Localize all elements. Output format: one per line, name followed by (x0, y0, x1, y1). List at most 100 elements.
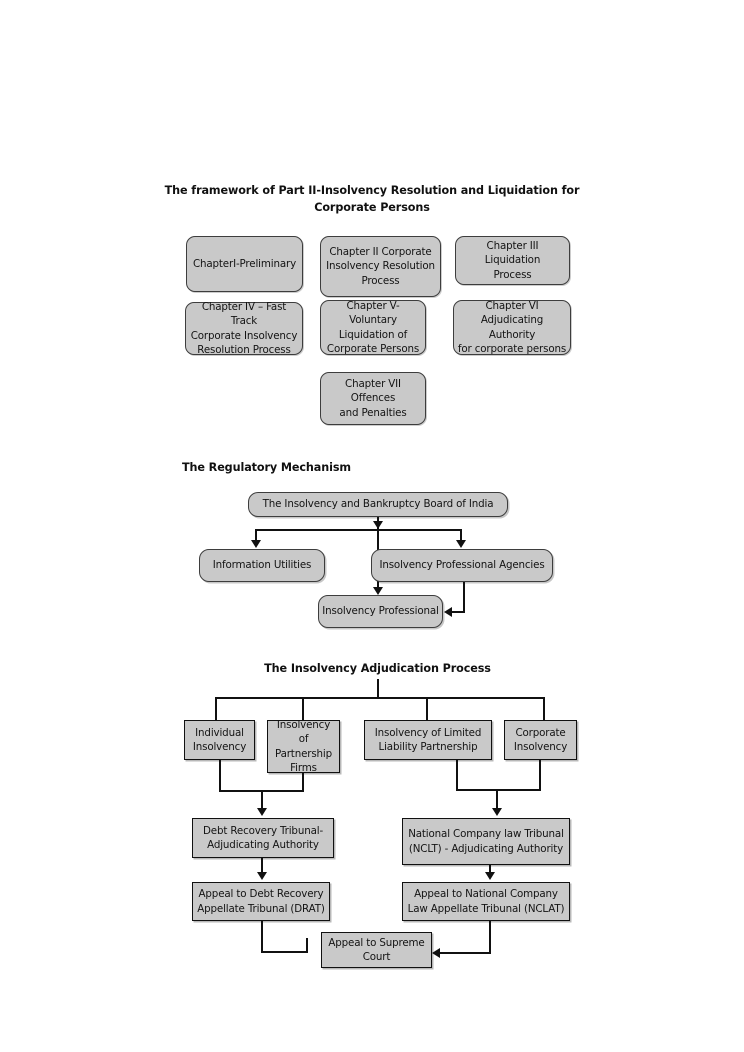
box-insolvency-professional: Insolvency Professional (318, 595, 443, 628)
section2-title-text: The Regulatory Mechanism (182, 461, 351, 474)
connector-drop-information-utilities (255, 529, 257, 544)
box-chapter-5-line-2: Liquidation of (338, 328, 408, 341)
arrowhead-drt (257, 808, 267, 816)
connector-drop-corporate-insolvency (543, 697, 545, 720)
box-drat: Appeal to Debt Recovery Appellate Tribun… (192, 882, 330, 921)
section1-title-line2: Corporate Persons (314, 201, 430, 214)
connector-drt-to-drat (261, 858, 263, 874)
box-drat-line-1: Appeal to Debt Recovery (198, 888, 324, 900)
box-nclt: National Company law Tribunal (NCLT) - A… (402, 818, 570, 865)
box-chapter-2-line-3: Process (361, 274, 400, 287)
box-chapter-5-line-1: Chapter V-Voluntary (346, 299, 400, 327)
connector-adjudication-bar (215, 697, 545, 699)
box-chapter-4-line-2: Corporate Insolvency (190, 329, 298, 342)
arrowhead-drat (257, 872, 267, 880)
box-information-utilities-line-1: Information Utilities (212, 559, 312, 572)
connector-nclat-to-sc-vertical (489, 921, 491, 954)
connector-left-merge-stem (261, 790, 263, 811)
arrowhead-ipa-to-ip (444, 607, 452, 617)
box-ip-line-1: Insolvency Professional (322, 605, 439, 618)
box-individual-insolvency-line-2: Insolvency (192, 741, 247, 753)
connector-right-merge-stem (496, 789, 498, 811)
box-chapter-5-line-3: Corporate Persons (326, 343, 420, 355)
box-llp-insolvency: Insolvency of Limited Liability Partners… (364, 720, 492, 760)
box-chapter-1-line-1: ChapterI-Preliminary (192, 257, 297, 270)
section3-title: The Insolvency Adjudication Process (230, 660, 525, 677)
connector-drop-llp (426, 697, 428, 720)
box-chapter-3-line-1: Chapter III Liquidation (484, 239, 541, 267)
connector-drat-to-sc-vertical (261, 921, 263, 953)
box-nclt-line-2: (NCLT) - Adjudicating Authority (408, 842, 564, 855)
box-chapter-4-line-3: Resolution Process (197, 344, 291, 356)
box-chapter-3: Chapter III Liquidation Process (455, 236, 570, 285)
box-ipa-line-1: Insolvency Professional Agencies (379, 559, 545, 572)
arrowhead-nclt (492, 808, 502, 816)
arrowhead-nclat (485, 872, 495, 880)
connector-nclat-to-sc-horizontal (440, 952, 491, 954)
connector-drat-to-sc-tick (306, 938, 308, 952)
box-chapter-6-line-1: Chapter VI (485, 299, 539, 312)
box-chapter-6: Chapter VI Adjudicating Authority for co… (453, 300, 571, 355)
connector-individual-down (219, 760, 221, 791)
box-corporate-insolvency-line-2: Insolvency (513, 741, 568, 753)
connector-adjudication-stem (377, 679, 379, 698)
box-insolvency-professional-agencies: Insolvency Professional Agencies (371, 549, 553, 582)
box-drt-line-1: Debt Recovery Tribunal- (202, 824, 324, 837)
box-llp-insolvency-line-1: Insolvency of Limited (374, 726, 482, 739)
connector-right-merge-bar (456, 789, 541, 791)
box-nclat-line-1: Appeal to National Company (414, 888, 558, 900)
box-partnership-firms: Insolvency of Partnership Firms (267, 718, 340, 774)
box-chapter-5: Chapter V-Voluntary Liquidation of Corpo… (320, 300, 426, 355)
connector-drop-partnership-firms (302, 697, 304, 720)
section1-title-line1: The framework of Part II-Insolvency Reso… (164, 184, 580, 197)
box-chapter-2: Chapter II Corporate Insolvency Resoluti… (320, 236, 441, 297)
box-supreme-court: Appeal to Supreme Court (321, 932, 432, 968)
arrowhead-ibbi-stem (373, 521, 383, 529)
box-ibbi: The Insolvency and Bankruptcy Board of I… (248, 492, 508, 517)
box-nclt-line-1: National Company law Tribunal (408, 828, 564, 840)
box-nclat: Appeal to National Company Law Appellate… (402, 882, 570, 921)
connector-drop-ipa (460, 529, 462, 544)
box-chapter-4: Chapter IV – Fast Track Corporate Insolv… (185, 300, 303, 356)
connector-ipa-to-ip-horizontal (452, 611, 465, 613)
box-supreme-court-line-2: Court (362, 951, 391, 963)
box-partnership-firms-line-1: Insolvency of (276, 718, 331, 746)
connector-corporate-down (539, 760, 541, 790)
box-supreme-court-line-1: Appeal to Supreme (328, 936, 425, 949)
box-chapter-6-line-2: Adjudicating Authority (480, 314, 544, 341)
box-chapter-7: Chapter VII Offences and Penalties (320, 372, 426, 425)
connector-nclt-to-nclat (489, 865, 491, 876)
connector-regulatory-bar (255, 529, 462, 531)
box-information-utilities: Information Utilities (199, 549, 325, 582)
arrowhead-ipa (456, 540, 466, 548)
arrowhead-supreme-court (432, 948, 440, 958)
box-partnership-firms-line-2: Partnership (274, 747, 333, 760)
connector-partnership-down (302, 773, 304, 791)
box-chapter-6-line-3: for corporate persons (457, 343, 567, 355)
arrowhead-insolvency-professional (373, 587, 383, 595)
box-chapter-7-line-2: and Penalties (339, 406, 407, 419)
box-chapter-1: ChapterI-Preliminary (186, 236, 303, 292)
box-ibbi-line-1: The Insolvency and Bankruptcy Board of I… (262, 498, 494, 511)
box-chapter-4-line-1: Chapter IV – Fast Track (201, 300, 287, 328)
box-drt-line-2: Adjudicating Authority (207, 839, 319, 851)
box-drat-line-2: Appellate Tribunal (DRAT) (197, 902, 325, 915)
connector-llp-down (456, 760, 458, 790)
box-individual-insolvency-line-1: Individual (195, 726, 244, 739)
box-chapter-3-line-2: Process (493, 268, 532, 281)
section2-title: The Regulatory Mechanism (182, 459, 482, 476)
section3-title-text: The Insolvency Adjudication Process (264, 662, 491, 675)
connector-drop-individual-insolvency (215, 697, 217, 720)
box-chapter-2-line-2: Insolvency Resolution (326, 260, 435, 273)
box-chapter-2-line-1: Chapter II Corporate (329, 245, 432, 258)
arrowhead-information-utilities (251, 540, 261, 548)
box-individual-insolvency: Individual Insolvency (184, 720, 255, 760)
connector-ipa-to-ip-vertical (463, 582, 465, 612)
box-corporate-insolvency: Corporate Insolvency (504, 720, 577, 760)
box-corporate-insolvency-line-1: Corporate (515, 726, 566, 739)
box-nclat-line-2: Law Appellate Tribunal (NCLAT) (407, 902, 565, 915)
box-llp-insolvency-line-2: Liability Partnership (378, 741, 478, 753)
section1-title: The framework of Part II-Insolvency Reso… (160, 182, 584, 216)
box-partnership-firms-line-3: Firms (290, 762, 317, 774)
